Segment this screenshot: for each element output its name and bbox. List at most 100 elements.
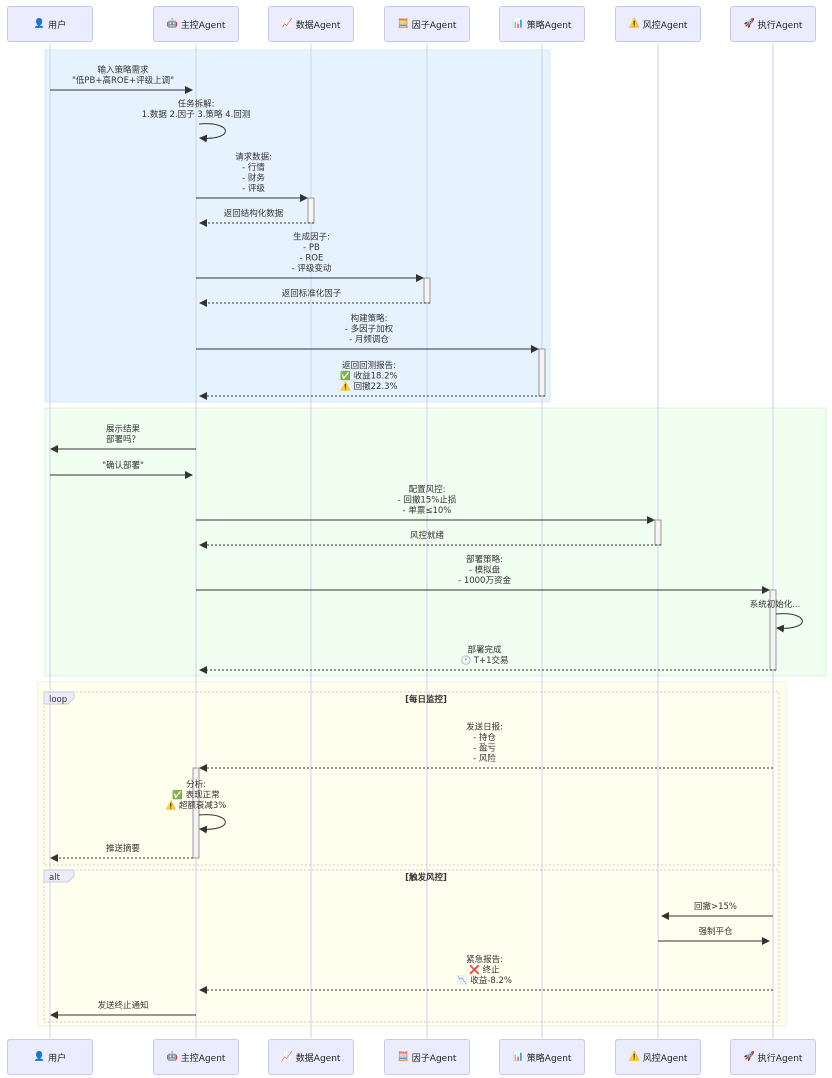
warning-icon: ⚠️ bbox=[628, 19, 640, 29]
message-label: ✅ 表现正常 bbox=[172, 790, 219, 801]
message-label: - 多因子加权 bbox=[345, 324, 394, 335]
message-label: 请求数据: bbox=[235, 152, 272, 163]
message: 强制平仓 bbox=[658, 926, 770, 945]
activation-bar bbox=[654, 519, 662, 546]
message: 构建策略:- 多因子加权- 月频调仓 bbox=[196, 313, 539, 353]
message-label: - 持仓 bbox=[473, 732, 496, 743]
message-label: 配置风控: bbox=[409, 484, 446, 495]
message-label: 任务拆解: bbox=[178, 99, 215, 110]
message: 风控就绪 bbox=[199, 530, 661, 549]
alt-condition: [触发风控] bbox=[405, 872, 447, 883]
rocket-icon: 🚀 bbox=[743, 19, 755, 29]
bar-chart-icon: 📊 bbox=[512, 19, 524, 29]
message: 任务拆解:1.数据 2.因子 3.策略 4.回测 bbox=[142, 99, 251, 143]
message-label: - 1000万资金 bbox=[458, 575, 511, 586]
alt-label-box bbox=[43, 869, 75, 883]
message-label: 发送终止通知 bbox=[97, 1000, 148, 1011]
participant-label: 风控Agent bbox=[642, 1053, 688, 1064]
participant-label: 主控Agent bbox=[180, 1053, 226, 1064]
message-label: ⚠️ 超额衰减3% bbox=[166, 800, 227, 811]
message-label: 发送日报: bbox=[466, 722, 503, 733]
message-label: 🕐 T+1交易 bbox=[460, 655, 508, 666]
warning-icon: ⚠️ bbox=[628, 1052, 640, 1062]
message: 推送摘要 bbox=[50, 843, 193, 862]
message-label: - 财务 bbox=[242, 173, 265, 184]
activation-bar bbox=[307, 197, 315, 224]
loop-condition: [每日监控] bbox=[405, 694, 447, 705]
message: 返回回测报告:✅ 收益18.2%⚠️ 回撤22.3% bbox=[199, 360, 545, 400]
message-label: - 评级 bbox=[242, 183, 265, 194]
participant-label: 因子Agent bbox=[411, 20, 457, 31]
self-message-arrow bbox=[198, 814, 226, 834]
message: 配置风控:- 回撤15%止损- 单票≤10% bbox=[196, 484, 655, 524]
participant-top: 🚀执行Agent bbox=[730, 6, 816, 42]
message-label: 部署吗？ bbox=[106, 434, 140, 445]
message-label: - ROE bbox=[300, 254, 324, 264]
participant-label: 用户 bbox=[48, 20, 67, 31]
robot-icon: 🤖 bbox=[166, 19, 178, 29]
message-label: - 回撤15%止损 bbox=[398, 495, 457, 506]
message-label: "确认部署" bbox=[102, 460, 144, 471]
self-message-arrow bbox=[198, 123, 226, 143]
user-icon: 👤 bbox=[33, 19, 46, 29]
message: 系统初始化... bbox=[750, 599, 803, 633]
message: 分析:✅ 表现正常⚠️ 超额衰减3% bbox=[166, 779, 227, 834]
participant-label: 数据Agent bbox=[295, 1053, 341, 1064]
message: 部署完成🕐 T+1交易 bbox=[199, 645, 776, 674]
loop-fragment bbox=[43, 691, 780, 866]
loop-keyword: loop bbox=[49, 695, 67, 705]
abacus-icon: 🧮 bbox=[397, 1052, 409, 1062]
message-label: 风控就绪 bbox=[410, 530, 445, 541]
message-label: 1.数据 2.因子 3.策略 4.回测 bbox=[142, 109, 251, 120]
message-label: 紧急报告: bbox=[466, 954, 503, 965]
message-label: 展示结果 bbox=[106, 424, 141, 435]
message-label: 构建策略: bbox=[351, 313, 388, 324]
message-label: 分析: bbox=[186, 779, 206, 790]
participant-top: 🧮因子Agent bbox=[384, 6, 470, 42]
message-label: - 行情 bbox=[242, 162, 265, 173]
robot-icon: 🤖 bbox=[166, 1052, 178, 1062]
message-label: - 盈亏 bbox=[473, 744, 496, 754]
message-label: - 模拟盘 bbox=[469, 565, 501, 576]
message-label: "低PB+高ROE+评级上调" bbox=[72, 75, 174, 86]
message: 请求数据:- 行情- 财务- 评级 bbox=[196, 152, 308, 202]
message: 返回标准化因子 bbox=[199, 288, 430, 307]
self-message-arrow bbox=[775, 613, 803, 633]
message-label: 返回回测报告: bbox=[342, 360, 396, 371]
participant-bottom: 📊策略Agent bbox=[499, 1039, 585, 1075]
message-label: - 风险 bbox=[473, 753, 496, 764]
message-label: 部署完成 bbox=[467, 645, 502, 656]
activation-bar bbox=[769, 589, 777, 671]
participant-bottom: 👤用户 bbox=[7, 1039, 93, 1075]
participant-label: 执行Agent bbox=[757, 1053, 803, 1064]
chart-up-icon: 📈 bbox=[281, 19, 293, 29]
participant-label: 因子Agent bbox=[411, 1053, 457, 1064]
participant-top: 👤用户 bbox=[7, 6, 93, 42]
participant-top: 🤖主控Agent bbox=[153, 6, 239, 42]
message: 紧急报告:❌ 终止📉 收益-8.2% bbox=[199, 954, 773, 994]
message-label: 📉 收益-8.2% bbox=[457, 975, 512, 986]
alt-keyword: alt bbox=[49, 873, 61, 883]
message-label: ❌ 终止 bbox=[469, 965, 500, 976]
message-label: 输入策略需求 bbox=[97, 65, 149, 76]
activation-bar bbox=[192, 767, 200, 859]
participant-top: ⚠️风控Agent bbox=[615, 6, 701, 42]
message-label: - 单票≤10% bbox=[403, 505, 452, 516]
message-label: 返回结构化数据 bbox=[224, 208, 284, 219]
participant-label: 用户 bbox=[48, 1053, 67, 1064]
message-label: 生成因子: bbox=[293, 232, 330, 243]
chart-up-icon: 📈 bbox=[281, 1052, 293, 1062]
participant-label: 执行Agent bbox=[757, 20, 803, 31]
participant-label: 策略Agent bbox=[526, 1053, 572, 1064]
loop-label-box bbox=[43, 691, 75, 705]
alt-fragment bbox=[43, 869, 780, 1023]
bar-chart-icon: 📊 bbox=[512, 1052, 524, 1062]
message: 输入策略需求"低PB+高ROE+评级上调" bbox=[50, 65, 193, 94]
message: "确认部署" bbox=[50, 460, 193, 479]
message-label: - PB bbox=[303, 243, 320, 253]
rocket-icon: 🚀 bbox=[743, 1052, 755, 1062]
message: 返回结构化数据 bbox=[199, 208, 314, 227]
message-label: - 评级变动 bbox=[292, 263, 332, 274]
participant-label: 策略Agent bbox=[526, 20, 572, 31]
participant-label: 主控Agent bbox=[180, 20, 226, 31]
